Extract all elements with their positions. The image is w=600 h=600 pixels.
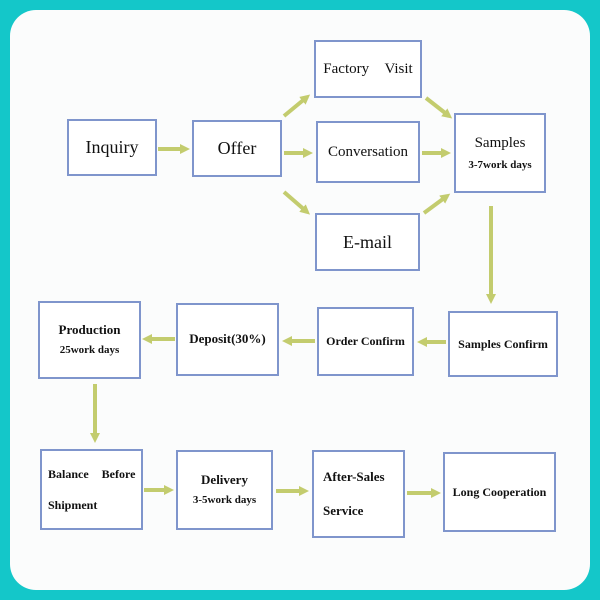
- node-delivery: Delivery 3-5work days: [176, 450, 273, 530]
- node-samples-confirm: Samples Confirm: [448, 311, 558, 377]
- node-conversation-label: Conversation: [328, 143, 408, 160]
- node-production-sub: 25work days: [59, 344, 120, 357]
- node-email: E-mail: [315, 213, 420, 271]
- node-offer-label: Offer: [217, 138, 257, 159]
- node-balance-before-shipment: Balance Before Shipment: [40, 449, 143, 530]
- node-samples-confirm-label: Samples Confirm: [458, 336, 548, 351]
- node-after-sales-line1: After-Sales: [323, 468, 385, 484]
- node-factory-visit-word2: Visit: [384, 60, 413, 77]
- node-order-confirm-label: Order Confirm: [326, 334, 405, 348]
- node-email-label: E-mail: [343, 231, 392, 252]
- node-long-cooperation-label: Long Cooperation: [452, 484, 547, 499]
- node-after-sales-line2: Service: [323, 503, 364, 518]
- node-long-cooperation: Long Cooperation: [443, 452, 556, 532]
- node-balance-line2: Shipment: [48, 497, 98, 512]
- node-factory-visit-word1: Factory: [323, 60, 370, 77]
- node-production: Production 25work days: [38, 301, 141, 379]
- node-deposit: Deposit(30%): [176, 303, 279, 376]
- node-conversation: Conversation: [316, 121, 420, 183]
- node-factory-visit: Factory Visit: [314, 40, 422, 98]
- node-samples-label: Samples: [474, 134, 526, 151]
- node-balance-word1: Balance: [48, 466, 89, 481]
- node-balance-word2: Before: [101, 466, 136, 481]
- node-production-label: Production: [58, 322, 121, 337]
- node-inquiry: Inquiry: [67, 119, 157, 176]
- node-samples: Samples 3-7work days: [454, 113, 546, 193]
- node-after-sales-service: After-Sales Service: [312, 450, 405, 538]
- node-inquiry-label: Inquiry: [85, 137, 139, 158]
- node-delivery-sub: 3-5work days: [192, 494, 257, 507]
- node-delivery-label: Delivery: [201, 472, 248, 487]
- node-offer: Offer: [192, 120, 282, 177]
- node-samples-sub: 3-7work days: [468, 158, 532, 171]
- node-deposit-label: Deposit(30%): [189, 331, 266, 347]
- node-order-confirm: Order Confirm: [317, 307, 414, 376]
